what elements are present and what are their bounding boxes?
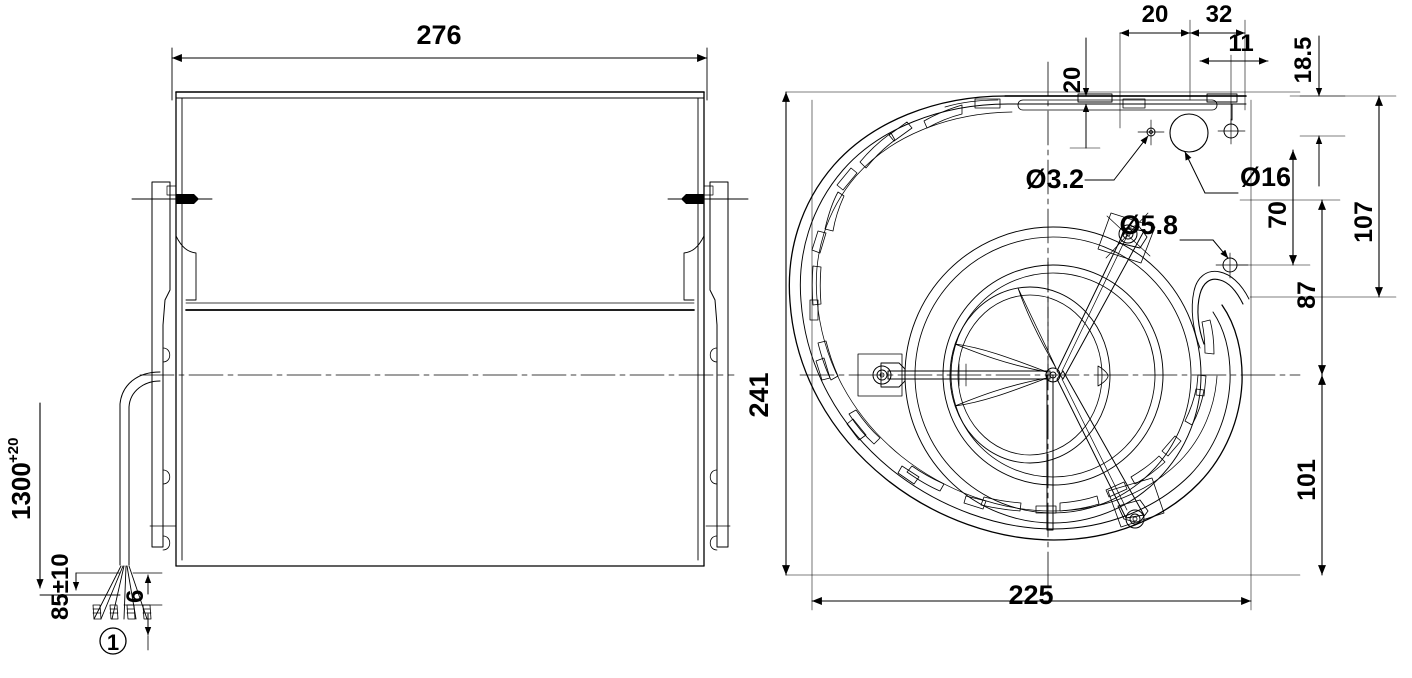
scroll-housing-outer-wall bbox=[788, 95, 1247, 541]
left-shaft-screw-icon bbox=[131, 194, 213, 204]
label-18-5: 18.5 bbox=[1290, 37, 1317, 84]
hole-dia-5-8-top bbox=[1217, 118, 1246, 145]
label-225: 225 bbox=[1008, 580, 1053, 610]
label-1300: 1300 bbox=[6, 462, 36, 520]
leader-dia-3-2 bbox=[1084, 135, 1149, 181]
dimension-87 bbox=[1239, 199, 1341, 376]
motor-support-spider bbox=[857, 212, 1165, 529]
outlet-flange bbox=[1004, 93, 1247, 121]
label-dia-16: Ø16 bbox=[1240, 162, 1291, 192]
centerlines-right-view bbox=[799, 61, 1301, 601]
label-6: 6 bbox=[122, 590, 149, 603]
scroll-rib-slots bbox=[809, 98, 1215, 514]
label-edge-20: 20 bbox=[1059, 67, 1086, 94]
label-241: 241 bbox=[744, 372, 774, 417]
dimension-241 bbox=[782, 91, 1301, 576]
view-front-elevation bbox=[36, 47, 749, 655]
label-dia-5-8: Ø5.8 bbox=[1119, 210, 1178, 240]
dimension-edge-20 bbox=[1069, 37, 1101, 149]
label-70: 70 bbox=[1264, 201, 1292, 229]
blower-body-outline bbox=[175, 91, 705, 567]
hole-dia-16 bbox=[1169, 113, 1209, 153]
dimension-70 bbox=[1236, 149, 1311, 266]
scroll-cutoff-tongue bbox=[1191, 270, 1250, 349]
label-276: 276 bbox=[416, 20, 461, 50]
cable-harness bbox=[92, 371, 161, 620]
hole-dia-5-8-mid bbox=[1215, 252, 1249, 279]
dimension-pitch-11 bbox=[1199, 54, 1269, 125]
leader-dia-16 bbox=[1184, 151, 1239, 194]
label-dia-3-2: Ø3.2 bbox=[1025, 164, 1084, 194]
dimension-pitch-32 bbox=[1189, 19, 1246, 111]
dimension-85 bbox=[39, 572, 121, 596]
label-87: 87 bbox=[1293, 281, 1321, 309]
label-pitch-32: 32 bbox=[1206, 1, 1233, 28]
dimension-pitch-20 bbox=[1119, 19, 1191, 129]
dimension-6 bbox=[123, 572, 163, 651]
label-pitch-11: 11 bbox=[1228, 30, 1253, 57]
label-101: 101 bbox=[1293, 459, 1321, 501]
hole-dia-3-2 bbox=[1137, 119, 1165, 146]
item-balloon bbox=[99, 627, 127, 655]
right-shaft-screw-icon bbox=[667, 194, 749, 204]
view-scroll-housing bbox=[782, 19, 1397, 611]
dimension-225 bbox=[811, 99, 1252, 611]
label-107: 107 bbox=[1350, 201, 1378, 243]
label-balloon-1: 1 bbox=[107, 630, 119, 655]
dimension-107 bbox=[1249, 95, 1397, 298]
label-85: 85±10 bbox=[47, 553, 74, 620]
label-1300-tolerance: +20 bbox=[5, 438, 22, 463]
left-end-bracket bbox=[149, 181, 197, 551]
leader-dia-5-8 bbox=[1179, 239, 1229, 259]
label-pitch-20: 20 bbox=[1142, 1, 1169, 28]
right-end-bracket bbox=[683, 181, 731, 551]
